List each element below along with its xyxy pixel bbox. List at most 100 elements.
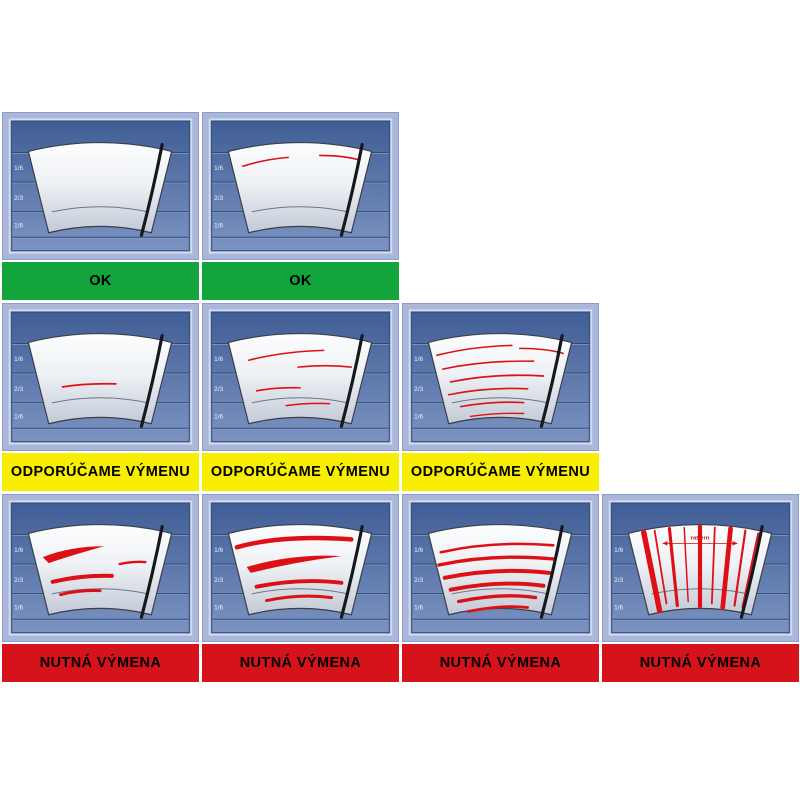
scale-label: 1/6	[414, 547, 423, 554]
wipe-pattern-image: 1/6 2/3 1/6	[203, 495, 398, 641]
wiper-blade	[339, 333, 364, 428]
status-label: NUTNÁ VÝMENA	[639, 655, 762, 671]
status-label: ODPORÚČAME VÝMENU	[410, 464, 591, 480]
wiper-wear-chart: 1/6 2/3 1/6 OK	[2, 112, 800, 682]
wipe-pattern-image: 1/6 2/3 1/6 rattern	[603, 495, 798, 641]
red-streak-mark	[442, 360, 535, 370]
wipe-pattern-panel: 1/6 2/3 1/6	[202, 494, 399, 642]
scale-label: 2/3	[214, 195, 223, 202]
wiper-blade	[339, 142, 364, 237]
wipe-test-light-top-marks: 1/6 2/3 1/6 OK	[202, 112, 399, 300]
wipe-test-long-heavy-smears: 1/6 2/3 1/6 NUTNÁ VÝMENA	[202, 494, 399, 682]
red-streak-mark	[255, 386, 301, 392]
streaks-layer	[436, 344, 564, 418]
red-streak-mark	[456, 594, 538, 604]
panel-inner-border	[11, 120, 190, 252]
wipe-pattern-image: 1/6 2/3 1/6	[3, 304, 198, 450]
wipe-field	[427, 333, 573, 425]
scale-label: 1/6	[214, 165, 223, 172]
wipe-test-several-thin-streaks: 1/6 2/3 1/6 ODPORÚČAME VÝMENU	[202, 303, 399, 491]
wipe-pattern-panel: 1/6 2/3 1/6	[2, 112, 199, 260]
red-streak-mark	[61, 382, 117, 388]
chart-row-ok: 1/6 2/3 1/6 OK	[2, 112, 800, 300]
panel-inner-border	[11, 311, 190, 443]
wipe-field	[227, 333, 373, 425]
red-streak-mark	[246, 555, 342, 573]
status-bar: NUTNÁ VÝMENA	[202, 644, 399, 682]
scale-label: 1/6	[14, 547, 23, 554]
wipe-pattern-panel: 1/6 2/3 1/6	[202, 303, 399, 451]
red-streak-mark	[741, 532, 760, 609]
status-bar: ODPORÚČAME VÝMENU	[202, 453, 399, 491]
wiper-blade	[139, 333, 164, 428]
wipe-pattern-panel: 1/6 2/3 1/6	[2, 494, 199, 642]
status-bar: NUTNÁ VÝMENA	[402, 644, 599, 682]
red-streak-mark	[448, 581, 546, 592]
wipe-field	[227, 142, 373, 234]
wipe-pattern-image: 1/6 2/3 1/6	[203, 304, 398, 450]
status-bar: ODPORÚČAME VÝMENU	[402, 453, 599, 491]
red-streak-mark	[318, 154, 359, 161]
red-streak-mark	[459, 401, 525, 408]
red-streak-mark	[683, 526, 689, 603]
scale-label: 1/6	[614, 547, 623, 554]
red-streak-mark	[234, 535, 354, 550]
scale-label: 1/6	[14, 413, 23, 420]
status-label: ODPORÚČAME VÝMENU	[10, 464, 191, 480]
scale-label: 1/6	[14, 165, 23, 172]
wiper-blade	[539, 333, 564, 428]
scale-label: 1/6	[414, 356, 423, 363]
scale-label: 1/6	[214, 222, 223, 229]
red-streak-mark	[710, 526, 716, 605]
wiper-park-line	[451, 588, 549, 595]
red-streak-mark	[733, 529, 747, 607]
red-streak-mark	[247, 349, 325, 362]
wipe-pattern-image: 1/6 2/3 1/6	[203, 113, 398, 259]
red-streak-mark	[254, 579, 344, 589]
red-streak-mark	[641, 529, 663, 614]
red-streak-mark	[449, 374, 545, 383]
scale-label: 2/3	[14, 386, 23, 393]
wipe-test-thick-smears: 1/6 2/3 1/6 NUTNÁ VÝMENA	[2, 494, 199, 682]
chatter-annotation: rattern	[662, 535, 738, 546]
status-label: NUTNÁ VÝMENA	[439, 655, 562, 671]
wiper-park-line	[251, 206, 349, 213]
scale-label: 2/3	[14, 195, 23, 202]
red-streak-mark	[264, 594, 334, 603]
streaks-layer	[234, 535, 354, 603]
scale-label: 1/6	[214, 356, 223, 363]
wipe-pattern-panel: 1/6 2/3 1/6	[402, 494, 599, 642]
red-streak-mark	[720, 526, 733, 610]
wiper-park-line	[51, 206, 149, 213]
wiper-blade	[139, 142, 164, 237]
chart-row-recommend: 1/6 2/3 1/6 ODPORÚČAME VÝMENU	[2, 303, 800, 491]
panel-inner-border	[211, 502, 390, 634]
wipe-pattern-panel: 1/6 2/3 1/6 rattern	[602, 494, 799, 642]
wipe-pattern-image: 1/6 2/3 1/6	[403, 495, 598, 641]
streaks-layer	[641, 524, 760, 614]
streaks-layer	[247, 349, 353, 407]
status-bar: NUTNÁ VÝMENA	[2, 644, 199, 682]
wipe-pattern-panel: 1/6 2/3 1/6	[2, 303, 199, 451]
status-label: ODPORÚČAME VÝMENU	[210, 464, 391, 480]
panel-inner-border	[411, 311, 590, 443]
red-streak-mark	[436, 344, 513, 357]
scale-label: 2/3	[414, 577, 423, 584]
red-streak-mark	[59, 589, 102, 597]
streaks-layer	[61, 382, 117, 388]
streaks-layer	[242, 154, 359, 168]
wipe-pattern-panel: 1/6 2/3 1/6	[402, 303, 599, 451]
scale-label: 1/6	[214, 413, 223, 420]
status-label: OK	[89, 273, 112, 289]
scale-label: 1/6	[414, 413, 423, 420]
wipe-test-single-streak: 1/6 2/3 1/6 ODPORÚČAME VÝMENU	[2, 303, 199, 491]
scale-label: 1/6	[214, 604, 223, 611]
status-label: NUTNÁ VÝMENA	[39, 655, 162, 671]
scale-label: 1/6	[14, 356, 23, 363]
wipe-test-dense-heavy-streaks: 1/6 2/3 1/6 NUTNÁ VÝMENA	[402, 494, 599, 682]
wipe-field	[227, 524, 373, 616]
status-label: NUTNÁ VÝMENA	[239, 655, 362, 671]
wiper-park-line	[251, 397, 349, 404]
wiper-blade	[339, 524, 364, 619]
red-streak-mark	[442, 568, 552, 580]
